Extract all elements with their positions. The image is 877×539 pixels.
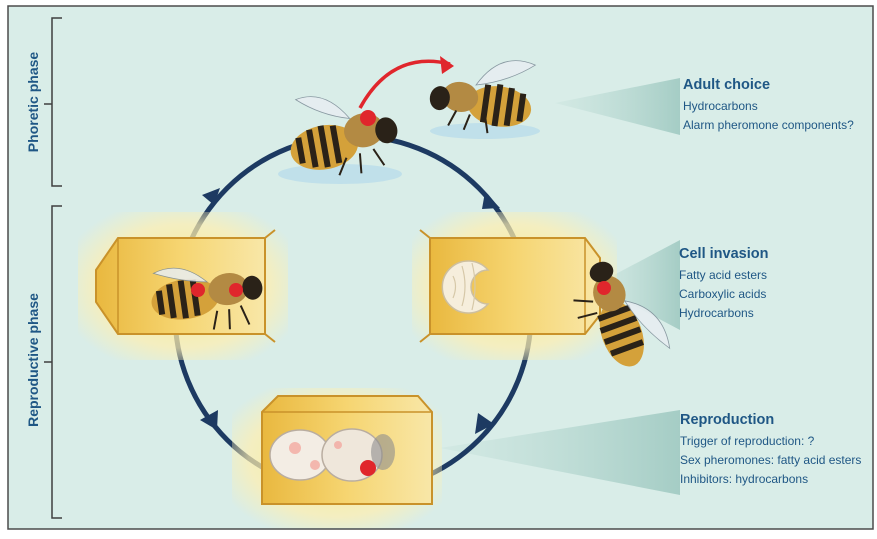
adult-choice-line: Alarm pheromone components?: [683, 116, 854, 135]
reproductive-phase-label: Reproductive phase: [25, 285, 41, 435]
reproduction-panel: Reproduction Trigger of reproduction: ? …: [680, 412, 861, 489]
cell-invasion-title: Cell invasion: [679, 246, 768, 262]
reproduction-title: Reproduction: [680, 412, 861, 428]
cell-invasion-line: Hydrocarbons: [679, 304, 768, 323]
reproduction-line: Sex pheromones: fatty acid esters: [680, 451, 861, 470]
phoretic-phase-label: Phoretic phase: [25, 47, 41, 157]
bee-shadow: [430, 123, 540, 139]
varroa-mite-icon: [597, 281, 611, 295]
cell-invasion-panel: Cell invasion Fatty acid esters Carboxyl…: [679, 246, 768, 323]
reproduction-line: Trigger of reproduction: ?: [680, 432, 861, 451]
cell-invasion-line: Carboxylic acids: [679, 285, 768, 304]
adult-choice-panel: Adult choice Hydrocarbons Alarm pheromon…: [683, 77, 854, 135]
varroa-mite-icon: [360, 460, 376, 476]
varroa-mite-icon: [360, 110, 376, 126]
varroa-mite-icon: [191, 283, 205, 297]
reproduction-line: Inhibitors: hydrocarbons: [680, 470, 861, 489]
adult-choice-title: Adult choice: [683, 77, 854, 93]
adult-choice-line: Hydrocarbons: [683, 97, 854, 116]
cell-invasion-line: Fatty acid esters: [679, 266, 768, 285]
varroa-mite-icon: [229, 283, 243, 297]
